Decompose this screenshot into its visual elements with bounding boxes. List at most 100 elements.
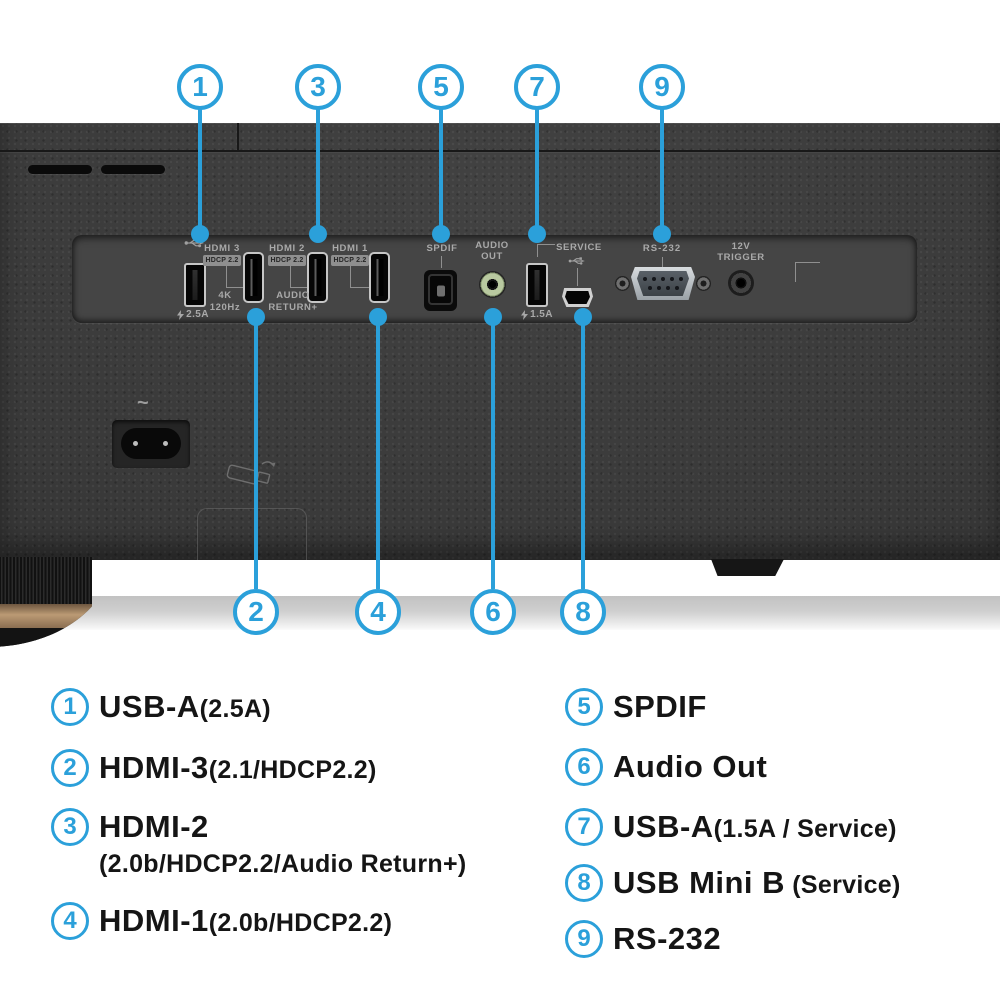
rs232-tick-line (662, 257, 663, 267)
lightning-icon (177, 309, 185, 320)
usb1-power-label: 2.5A (170, 309, 216, 320)
trigger-jack (728, 270, 754, 296)
legend-item-4: 4 HDMI-1(2.0b/HDCP2.2) (51, 902, 392, 940)
callout-circle-6: 6 (470, 589, 516, 635)
legend-item-3-detail: (2.0b/HDCP2.2/Audio Return+) (99, 850, 467, 878)
legend-label: SPDIF (613, 689, 707, 724)
callout-dot-4 (369, 308, 387, 326)
usb-mini-trident-icon (568, 257, 585, 265)
callout-circle-8: 8 (560, 589, 606, 635)
legend-label: HDMI-3(2.1/HDCP2.2) (99, 750, 377, 785)
body-seam-horizontal (0, 150, 1000, 152)
legend-item-6: 6 Audio Out (565, 748, 767, 786)
usb-mini-b-port (562, 288, 593, 307)
callout-dot-5 (432, 225, 450, 243)
vent-slot (28, 165, 92, 174)
callout-circle-7: 7 (514, 64, 560, 110)
callout-line-8 (581, 317, 585, 589)
usb-mini-opening (565, 291, 590, 304)
rs232-label: RS-232 (642, 243, 682, 254)
callout-circle-1: 1 (177, 64, 223, 110)
vent-slot (101, 165, 165, 174)
legend-item-5: 5 SPDIF (565, 688, 707, 726)
callout-circle-5: 5 (418, 64, 464, 110)
right-foot (711, 559, 784, 576)
callout-dot-2 (247, 308, 265, 326)
spdif-port (424, 270, 457, 311)
callout-line-1 (198, 108, 202, 234)
mini-usb-tick-line (577, 268, 578, 286)
legend-item-3: 3 HDMI-2 (51, 808, 209, 846)
legend-item-8: 8 USB Mini B (Service) (565, 864, 901, 902)
callout-circle-3: 3 (295, 64, 341, 110)
hdmi1-label-group: HDMI 1 HDCP 2.2 (325, 243, 375, 266)
callout-line-7 (535, 108, 539, 234)
callout-dot-8 (574, 308, 592, 326)
legend-item-1: 1 USB-A(2.5A) (51, 688, 271, 726)
usb-a-port-1 (184, 263, 206, 307)
foot-bottom-cap (0, 628, 92, 647)
legend-item-9: 9 RS-232 (565, 920, 721, 958)
usb-tongue (192, 270, 198, 300)
usb2-power-label: 1.5A (514, 309, 560, 320)
callout-dot-1 (191, 225, 209, 243)
spdif-label: SPDIF (426, 243, 458, 254)
lightning-icon (521, 309, 529, 320)
callout-line-9 (660, 108, 664, 234)
hdmi1-label: HDMI 1 (332, 243, 368, 254)
legend-item-2: 2 HDMI-3(2.1/HDCP2.2) (51, 749, 377, 787)
body-seam-vertical (237, 123, 239, 152)
callout-dot-9 (653, 225, 671, 243)
callout-line-5 (439, 108, 443, 234)
legend-number: 9 (565, 920, 603, 958)
hdmi-1-port (369, 252, 390, 303)
legend-label: USB-A(2.5A) (99, 689, 271, 724)
hdmi-slot (250, 259, 257, 296)
hdmi3-label-group: HDMI 3 HDCP 2.2 (197, 243, 247, 266)
legend-number: 5 (565, 688, 603, 726)
legend-label: Audio Out (613, 749, 768, 784)
legend-item-7: 7 USB-A(1.5A / Service) (565, 808, 897, 846)
power-inlet-recess (112, 420, 190, 468)
spdif-nub (436, 285, 445, 296)
legend-number: 3 (51, 808, 89, 846)
hdmi-2-port (307, 252, 328, 303)
hdcp-badge: HDCP 2.2 (202, 255, 242, 266)
power-pin (133, 441, 138, 446)
power-inlet (121, 428, 181, 459)
hdmi1-connector-line (350, 262, 369, 288)
service-connector-line (537, 244, 555, 257)
callout-line-2 (254, 317, 258, 589)
callout-dot-7 (528, 225, 546, 243)
legend-label: HDMI-2 (99, 809, 209, 844)
legend-label: HDMI-1(2.0b/HDCP2.2) (99, 903, 393, 938)
audio-out-jack (479, 271, 506, 298)
callout-circle-4: 4 (355, 589, 401, 635)
callout-line-3 (316, 108, 320, 234)
power-pin (163, 441, 168, 446)
callout-dot-6 (484, 308, 502, 326)
left-foot (0, 557, 92, 647)
legend-number: 1 (51, 688, 89, 726)
db9-screw-right (696, 276, 711, 291)
hdmi2-connector-line (290, 262, 307, 288)
rs232-db9-port (631, 267, 695, 300)
panel-corner-mark (795, 262, 820, 282)
callout-dot-3 (309, 225, 327, 243)
usb-a-service-port (526, 263, 548, 307)
hdcp-badge: HDCP 2.2 (267, 255, 307, 266)
legend-label: RS-232 (613, 921, 722, 956)
hdmi-slot (314, 259, 321, 296)
service-label: SERVICE (556, 242, 602, 253)
legend-number: 4 (51, 902, 89, 940)
spdif-tick-line (441, 256, 442, 268)
callout-circle-2: 2 (233, 589, 279, 635)
hdmi-slot (376, 259, 383, 296)
hdmi2-label-group: HDMI 2 HDCP 2.2 (262, 243, 312, 266)
hdcp-badge: HDCP 2.2 (330, 255, 370, 266)
